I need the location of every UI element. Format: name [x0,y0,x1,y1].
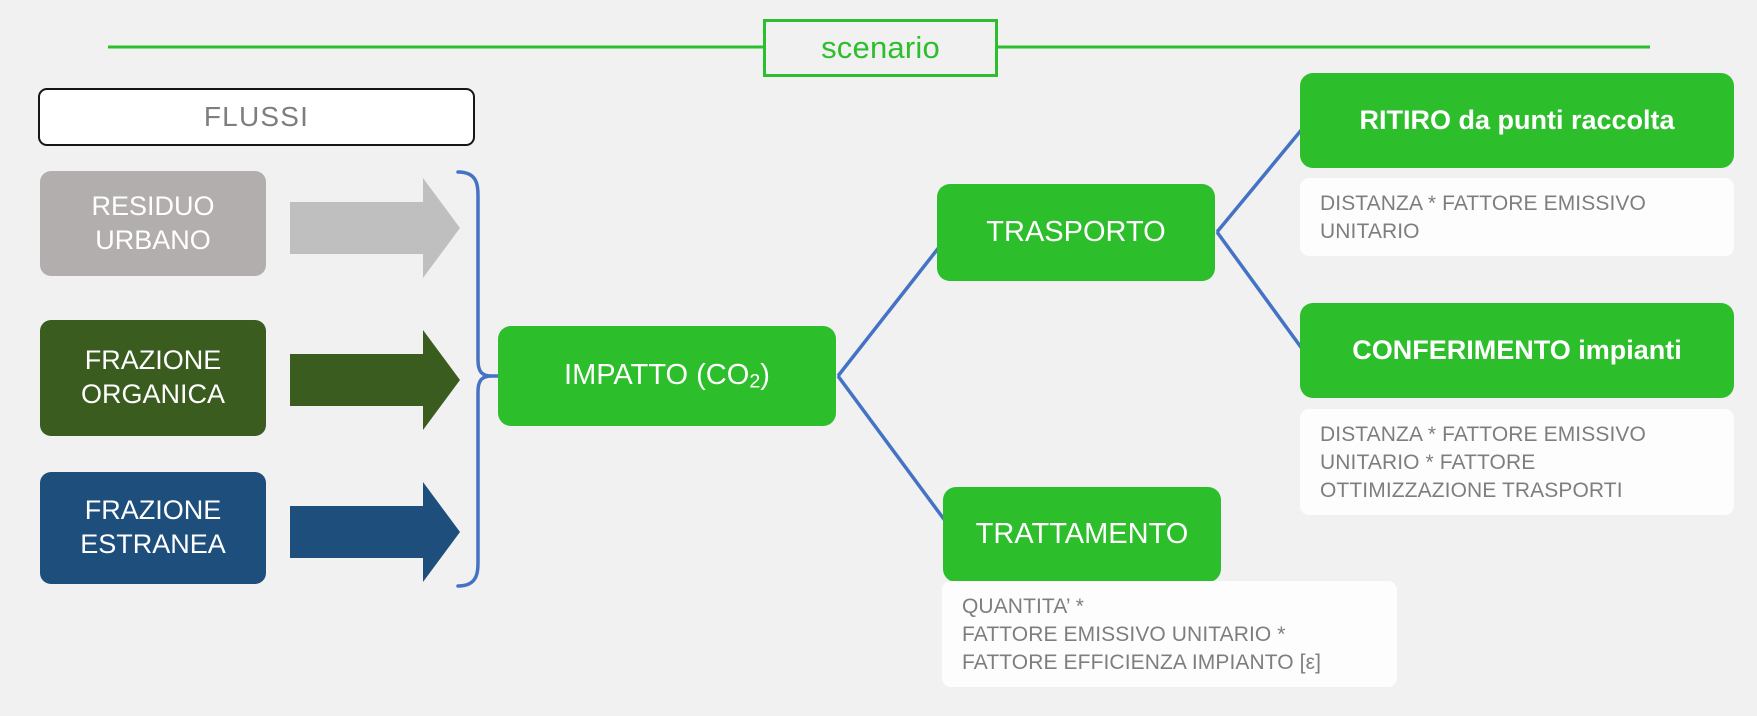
node-trasporto-label: TRASPORTO [986,216,1166,248]
caption-line: DISTANZA * FATTORE EMISSIVO [1320,192,1646,215]
caption-conferimento-formula: DISTANZA * FATTORE EMISSIVO UNITARIO * F… [1300,409,1734,515]
scenario-label: scenario [821,30,940,65]
flow-label-line1: FRAZIONE [84,345,222,376]
flow-box-frazione-estranea: FRAZIONE ESTRANEA [40,472,266,584]
flussi-title-label: FLUSSI [203,101,310,132]
caption-line: UNITARIO * FATTORE [1320,450,1536,474]
flussi-title-box: FLUSSI [38,88,475,146]
caption-line: FATTORE EFFICIENZA IMPIANTO [ε] [962,650,1322,674]
node-impatto-label-prefix: IMPATTO (CO [564,358,750,391]
flow-label-line2: URBANO [95,224,211,255]
connector-trasporto-ritiro [1215,126,1305,234]
arrow-frazione-organica [290,330,460,430]
node-ritiro-punti-raccolta: RITIRO da punti raccolta [1300,73,1734,168]
node-conferimento-label: CONFERIMENTO impianti [1352,335,1682,365]
node-impatto-label-subscript: 2 [749,370,761,393]
flow-label-line2: ESTRANEA [80,529,226,559]
node-trasporto: TRASPORTO [937,184,1215,281]
caption-line: UNITARIO [1320,219,1420,243]
caption-line: DISTANZA * FATTORE EMISSIVO [1320,423,1646,446]
flow-label-line1: RESIDUO [91,190,215,221]
node-impatto-label-suffix: ) [760,358,770,391]
flow-label-line1: FRAZIONE [84,495,222,526]
arrow-residuo-urbano [290,178,460,278]
flow-box-frazione-organica: FRAZIONE ORGANICA [40,320,266,436]
node-trattamento: TRATTAMENTO [943,487,1221,582]
caption-trattamento-formula: QUANTITA’ * FATTORE EMISSIVO UNITARIO * … [942,581,1397,687]
connector-impatto-trasporto [836,244,942,378]
node-trattamento-label: TRATTAMENTO [975,518,1189,550]
connector-impatto-trattamento [836,374,948,524]
arrow-frazione-estranea [290,482,460,582]
flow-group-bracket [456,170,493,588]
caption-line: QUANTITA’ * [962,595,1085,618]
flow-label-line2: ORGANICA [80,379,226,409]
node-conferimento-impianti: CONFERIMENTO impianti [1300,303,1734,398]
flow-box-residuo-urbano: RESIDUO URBANO [40,171,266,276]
caption-line: FATTORE EMISSIVO UNITARIO * [962,622,1286,646]
caption-line: OTTIMIZZAZIONE TRASPORTI [1320,478,1623,502]
node-ritiro-label: RITIRO da punti raccolta [1359,105,1675,135]
scenario-header-box: scenario [763,19,998,77]
node-impatto-co2: IMPATTO (CO2) [498,326,836,426]
connector-trasporto-conferimento [1215,230,1305,352]
caption-ritiro-formula: DISTANZA * FATTORE EMISSIVO UNITARIO [1300,178,1734,256]
